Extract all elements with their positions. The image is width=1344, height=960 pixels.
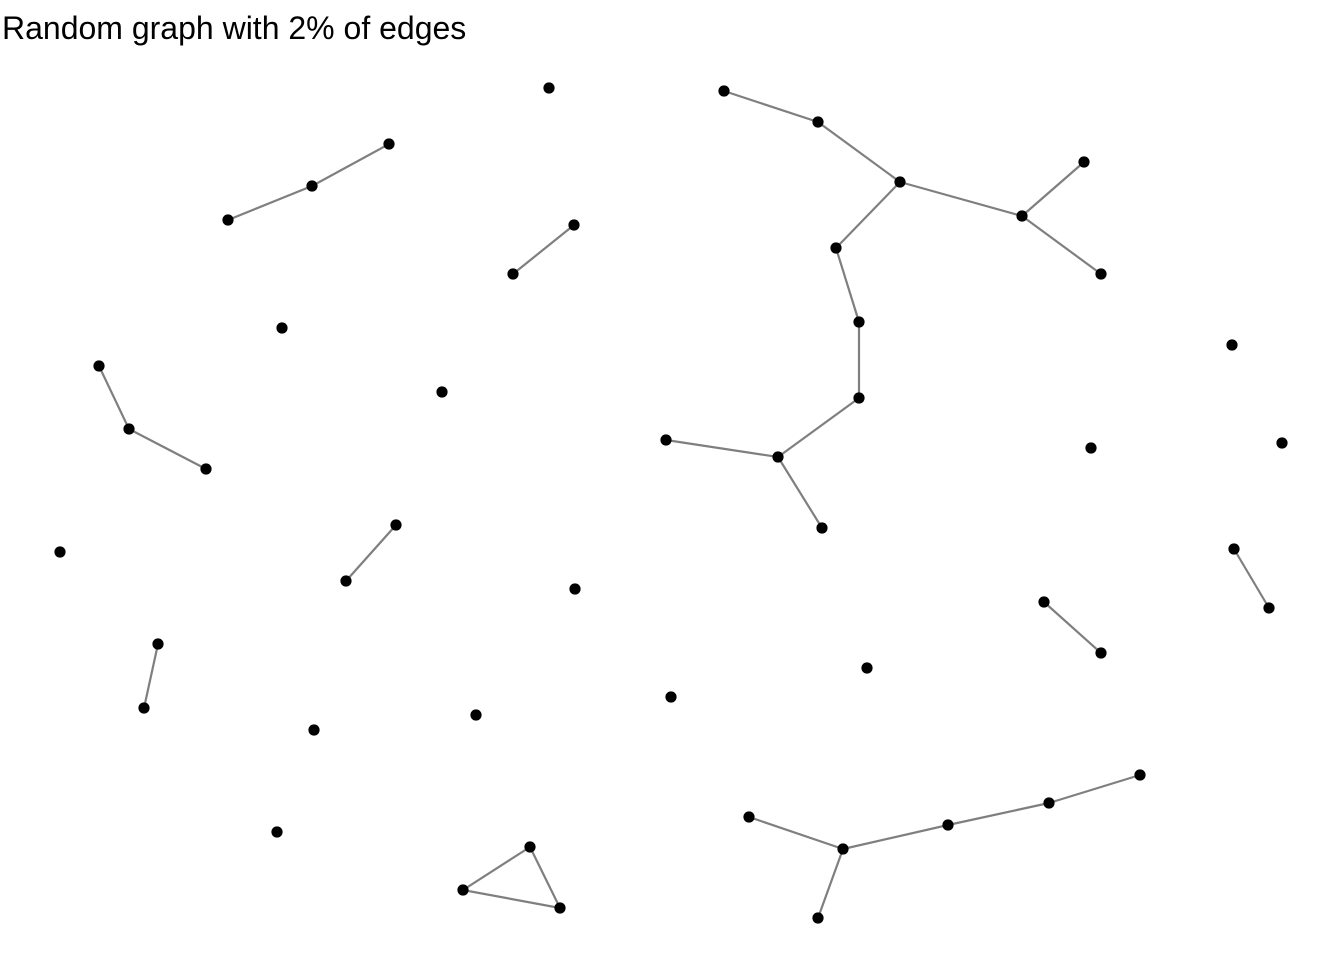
- graph-node: [1078, 156, 1090, 168]
- graph-edge: [1043, 601, 1102, 654]
- graph-edge: [835, 181, 901, 249]
- graph-node: [200, 463, 212, 475]
- graph-edge: [748, 815, 844, 851]
- plot-title: Random graph with 2% of edges: [2, 10, 467, 46]
- graph-node: [942, 819, 954, 831]
- graph-edge: [777, 456, 823, 529]
- graph-edge: [816, 848, 845, 919]
- graph-node: [1134, 769, 1146, 781]
- graph-edge: [834, 247, 861, 323]
- graph-node: [123, 423, 135, 435]
- graph-edge: [842, 823, 949, 851]
- graph-edge: [723, 89, 819, 124]
- graph-node: [524, 841, 536, 853]
- graph-node: [830, 242, 842, 254]
- graph-node: [308, 724, 320, 736]
- graph-node: [853, 316, 865, 328]
- graph-edge: [1048, 773, 1141, 805]
- graph-node: [54, 546, 66, 558]
- graph-edge: [899, 180, 1023, 218]
- graph-node: [390, 519, 402, 531]
- graph-node: [1085, 442, 1097, 454]
- graph-edge: [128, 428, 207, 470]
- nodes-layer: [54, 82, 1288, 924]
- graph-node: [718, 85, 730, 97]
- graph-edge: [227, 184, 313, 222]
- graph-node: [816, 522, 828, 534]
- graph-node: [457, 884, 469, 896]
- graph-node: [306, 180, 318, 192]
- graph-node: [1095, 647, 1107, 659]
- graph-node: [660, 434, 672, 446]
- graph-node: [507, 268, 519, 280]
- graph-node: [1016, 210, 1028, 222]
- graph-edge: [817, 121, 901, 183]
- graph-node: [276, 322, 288, 334]
- graph-node: [543, 82, 555, 94]
- graph-node: [138, 702, 150, 714]
- graph-edge: [1021, 161, 1085, 217]
- graph-node: [554, 902, 566, 914]
- graph-edge: [665, 438, 779, 459]
- graph-node: [894, 176, 906, 188]
- graph-node: [1038, 596, 1050, 608]
- edges-layer: [98, 89, 1270, 919]
- graph-node: [853, 392, 865, 404]
- graph-node: [340, 575, 352, 587]
- graph-node: [568, 219, 580, 231]
- graph-node: [1276, 437, 1288, 449]
- graph-edge: [98, 365, 130, 430]
- graph-node: [470, 709, 482, 721]
- graph-edge: [462, 846, 531, 891]
- graph-node: [861, 662, 873, 674]
- graph-node: [93, 360, 105, 372]
- graph-edge: [1021, 215, 1102, 275]
- graph-edge: [1233, 548, 1270, 609]
- graph-node: [772, 451, 784, 463]
- graph-node: [152, 638, 164, 650]
- graph-edge: [311, 143, 390, 187]
- graph-node: [1043, 797, 1055, 809]
- graph-node: [837, 843, 849, 855]
- graph-node: [665, 691, 677, 703]
- graph-node: [383, 138, 395, 150]
- graph-edge: [345, 524, 397, 582]
- graph-edge: [462, 888, 561, 910]
- graph-node: [222, 214, 234, 226]
- graph-edge: [947, 801, 1050, 827]
- graph-node: [743, 811, 755, 823]
- graph-edge: [529, 846, 561, 909]
- graph-node: [1226, 339, 1238, 351]
- graph-node: [1095, 268, 1107, 280]
- graph-node: [1228, 543, 1240, 555]
- graph-edge: [142, 643, 160, 709]
- graph-node: [812, 912, 824, 924]
- graph-node: [436, 386, 448, 398]
- graph-node: [812, 116, 824, 128]
- graph-node: [271, 826, 283, 838]
- graph-node: [1263, 602, 1275, 614]
- graph-edge: [777, 397, 860, 458]
- graph-edge: [512, 224, 575, 275]
- graph-node: [569, 583, 581, 595]
